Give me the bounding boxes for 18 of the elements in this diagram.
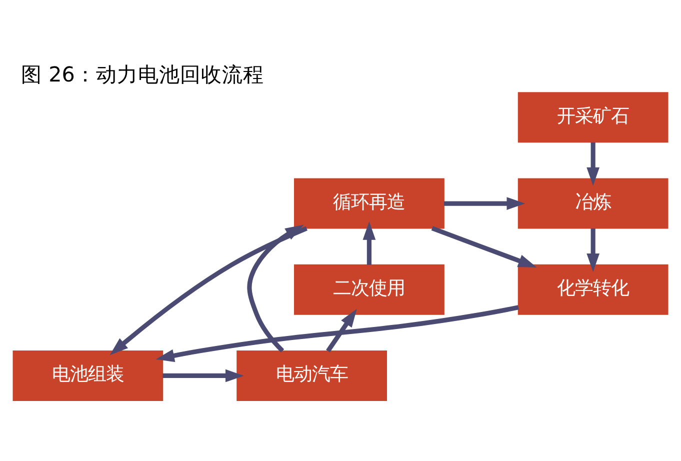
- node-box: 二次使用: [294, 264, 444, 315]
- arrow: [586, 142, 600, 186]
- arrow: [431, 226, 537, 268]
- node-box: 电池组装: [12, 350, 164, 401]
- node-box: 开采矿石: [518, 92, 668, 143]
- arrow: [247, 224, 304, 353]
- arrow: [110, 226, 308, 356]
- arrow: [586, 228, 600, 272]
- arrow: [444, 197, 526, 210]
- arrow: [162, 369, 244, 382]
- arrow: [326, 308, 357, 352]
- node-box: 循环再造: [294, 178, 444, 229]
- node-box: 冶炼: [518, 178, 668, 229]
- node-box: 化学转化: [518, 264, 668, 315]
- arrow: [156, 305, 519, 362]
- node-box: 电动汽车: [236, 350, 387, 401]
- diagram-title: 图 26：动力电池回收流程: [21, 62, 264, 87]
- arrow: [362, 222, 376, 265]
